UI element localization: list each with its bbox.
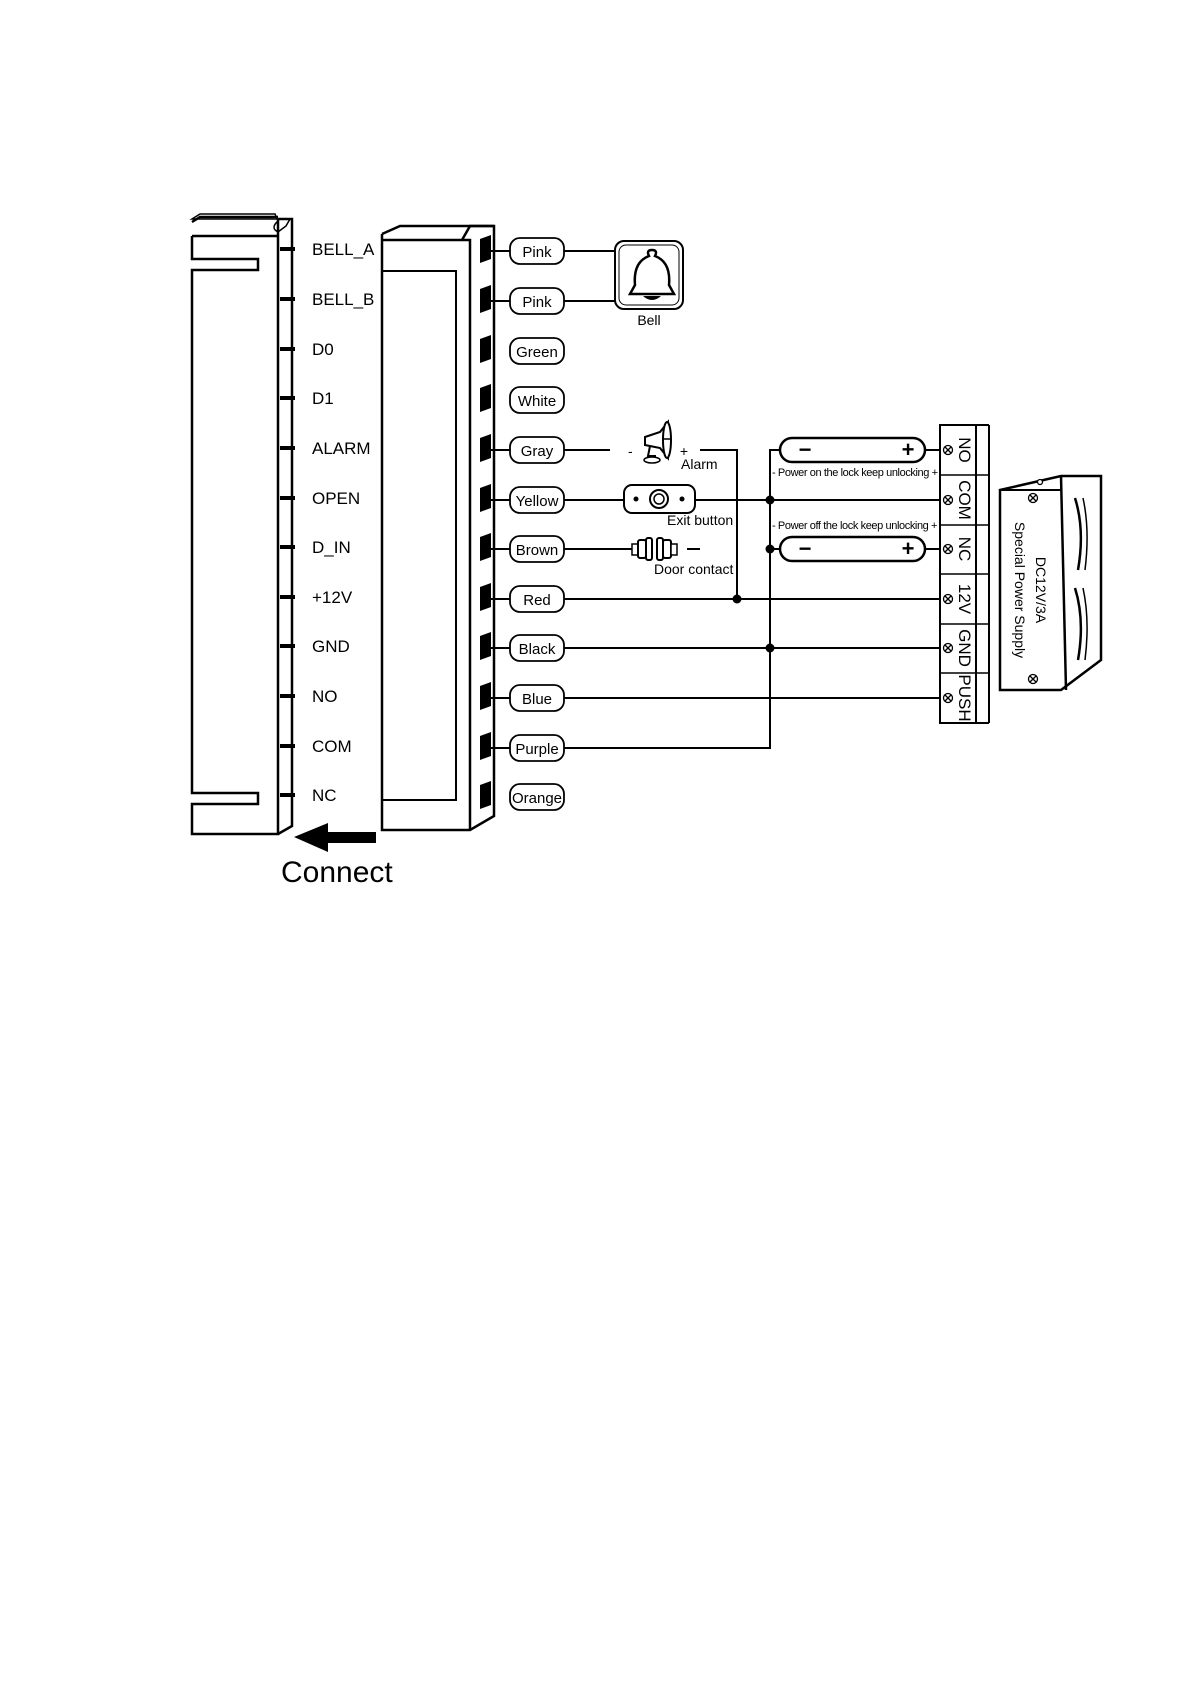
- pin-label: GND: [312, 637, 350, 656]
- connect-label: Connect: [281, 856, 393, 889]
- wire-label: Yellow: [516, 493, 559, 510]
- pin-label: BELL_A: [312, 240, 375, 259]
- alarm-label: Alarm: [681, 456, 718, 472]
- wire-label: Green: [516, 344, 558, 361]
- psu-rating: DC12V/3A: [1033, 557, 1049, 624]
- bell-label: Bell: [637, 312, 660, 328]
- wire-label: Black: [519, 641, 556, 658]
- wire-label: Orange: [512, 790, 562, 807]
- connector-housing: [189, 213, 294, 836]
- controller-terminal-strip: NO COM NC 12V GND PUSH: [939, 424, 990, 724]
- pin-labels: BELL_A BELL_B D0 D1 ALARM OPEN D_IN +12V…: [312, 240, 375, 805]
- pin-label: D1: [312, 389, 334, 408]
- pin-label: +12V: [312, 588, 353, 607]
- wire-stubs: [491, 250, 510, 749]
- lock-power-off: - Power off the lock keep unlocking + − …: [772, 520, 937, 563]
- door-contact-icon: Door contact: [564, 537, 733, 577]
- pin-label: NC: [312, 786, 337, 805]
- lock-power-on: − + - Power on the lock keep unlocking +: [772, 436, 938, 479]
- lock-plus: +: [902, 437, 915, 462]
- terminal-label: 12V: [955, 584, 974, 615]
- alarm-plus: +: [680, 443, 688, 459]
- exit-button-label: Exit button: [667, 512, 733, 528]
- lock-caption: - Power off the lock keep unlocking +: [772, 520, 937, 532]
- terminal-label: NO: [955, 437, 974, 463]
- wire-label: Pink: [522, 294, 552, 311]
- pin-label: BELL_B: [312, 290, 374, 309]
- lock-minus: −: [799, 536, 812, 561]
- terminal-block: [380, 224, 496, 832]
- door-contact-label: Door contact: [654, 561, 733, 577]
- power-wires: [564, 449, 940, 749]
- junction-dots: [732, 495, 775, 653]
- alarm-icon: - + Alarm: [564, 419, 738, 597]
- wire-label: Purple: [515, 741, 558, 758]
- pin-label: OPEN: [312, 489, 360, 508]
- pin-label: COM: [312, 737, 352, 756]
- wire-label-boxes: [509, 237, 565, 811]
- exit-button-icon: Exit button: [564, 484, 940, 528]
- wire-label: Red: [523, 592, 551, 609]
- wire-label: Blue: [522, 691, 552, 708]
- lock-plus: +: [902, 536, 915, 561]
- pin-label: NO: [312, 687, 338, 706]
- pin-label: D0: [312, 340, 334, 359]
- terminal-label: NC: [955, 537, 974, 562]
- wire-terminals: [480, 235, 491, 809]
- wire-labels: Pink Pink Green White Gray Yellow Brown …: [512, 244, 562, 807]
- pin-stubs: [280, 247, 295, 797]
- power-supply-box: DC12V/3A Special Power Supply: [998, 474, 1103, 692]
- terminal-label: COM: [955, 480, 974, 520]
- pin-label: ALARM: [312, 439, 371, 458]
- terminal-label: GND: [955, 629, 974, 667]
- bell-icon: Bell: [564, 240, 684, 328]
- alarm-minus: -: [628, 443, 633, 459]
- psu-name: Special Power Supply: [1012, 522, 1028, 658]
- wire-label: White: [518, 393, 556, 410]
- connect-arrow: Connect: [281, 823, 393, 889]
- wire-label: Pink: [522, 244, 552, 261]
- terminal-label: PUSH: [955, 674, 974, 721]
- lock-minus: −: [799, 437, 812, 462]
- pin-label: D_IN: [312, 538, 351, 557]
- lock-caption: - Power on the lock keep unlocking +: [772, 467, 938, 479]
- wire-label: Brown: [516, 542, 559, 559]
- wire-label: Gray: [521, 443, 554, 460]
